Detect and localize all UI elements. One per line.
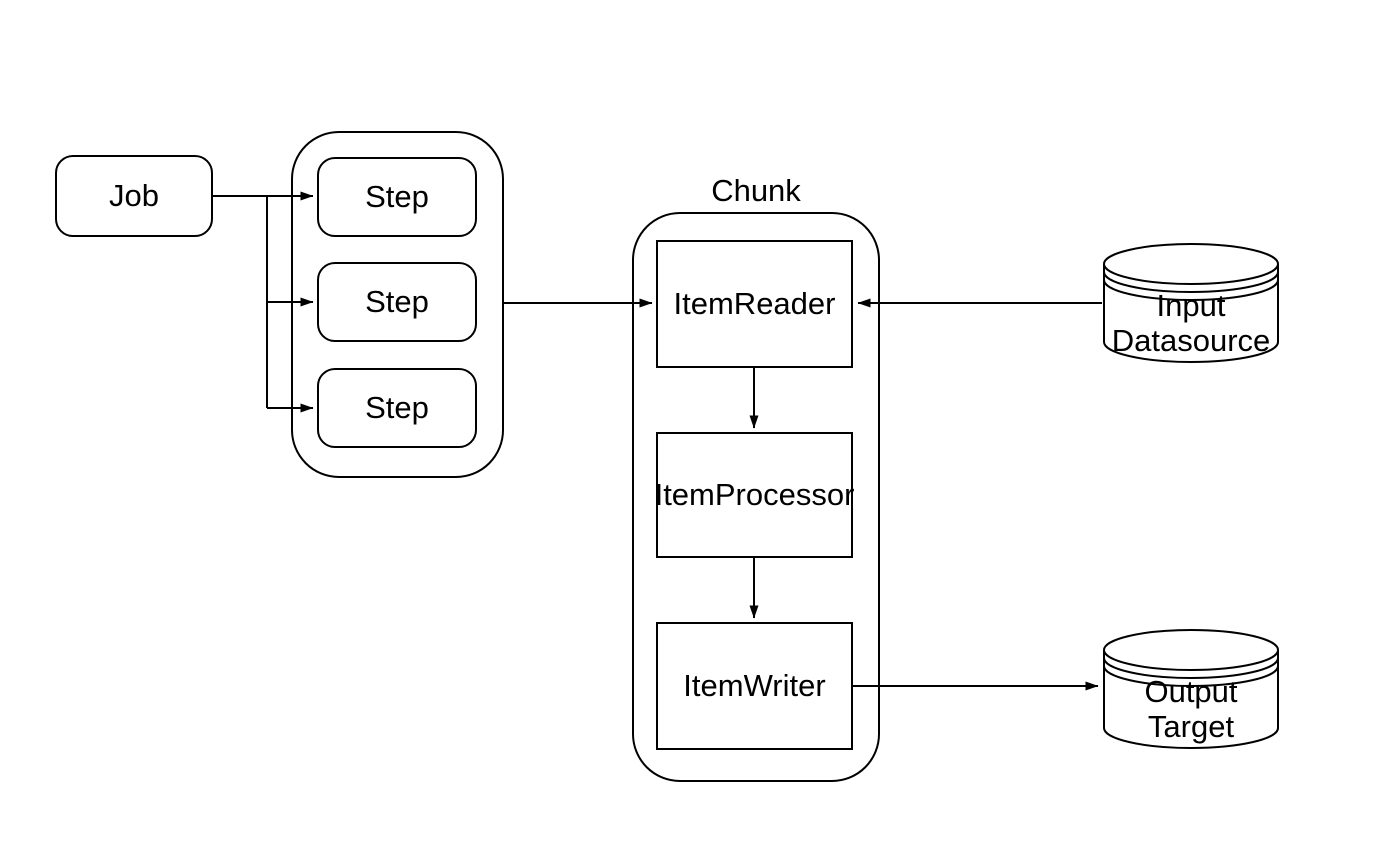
output-target-line1: Output [1144,674,1238,709]
database-cylinder-icon [1103,243,1279,363]
node-input-datasource-label: Input Datasource [1102,282,1280,364]
steps-group [291,131,504,478]
node-output-target: Output Target [1102,628,1280,750]
node-step-2-label: Step [365,284,429,320]
node-job: Job [55,155,213,237]
input-datasource-line1: Input [1156,288,1226,323]
node-step-1: Step [317,157,477,237]
node-step-2: Step [317,262,477,342]
chunk-group [632,212,880,782]
input-datasource-line2: Datasource [1111,323,1271,358]
node-itemprocessor-label: ItemProcessor [654,477,855,513]
chunk-group-title: Chunk [711,173,801,208]
node-itemprocessor: ItemProcessor [654,432,855,558]
node-input-datasource: Input Datasource [1102,242,1280,364]
node-itemreader-label: ItemReader [673,286,836,322]
node-step-3-label: Step [365,390,429,426]
node-job-label: Job [109,178,159,214]
output-target-line2: Target [1147,709,1235,744]
node-itemreader: ItemReader [656,240,853,368]
node-itemwriter-label: ItemWriter [683,668,826,704]
database-cylinder-icon [1103,629,1279,749]
node-output-target-label: Output Target [1102,668,1280,750]
node-itemwriter: ItemWriter [656,622,853,750]
node-step-1-label: Step [365,179,429,215]
node-step-3: Step [317,368,477,448]
